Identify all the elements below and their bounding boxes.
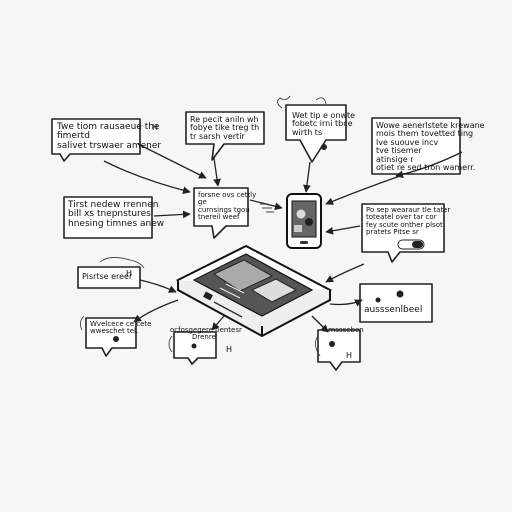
note-box-3 — [285, 104, 347, 163]
note-12-text: ll rnssseben — [322, 326, 364, 334]
arrow — [311, 315, 329, 333]
dot-icon — [191, 343, 197, 349]
note-box-4 — [371, 117, 461, 175]
arrow — [139, 279, 177, 293]
arrow — [325, 263, 365, 283]
sketch-blob — [168, 335, 173, 353]
arrow — [325, 175, 401, 205]
sketch-blob — [277, 95, 291, 109]
phone-icon — [286, 193, 322, 249]
sketch-blob — [315, 335, 321, 357]
note-box-2 — [185, 111, 265, 161]
sketch-blob — [80, 315, 85, 331]
sketch-blob — [99, 257, 145, 269]
mark-label: H — [226, 345, 233, 354]
arrow — [211, 315, 225, 331]
arrow — [137, 143, 207, 179]
arrow — [213, 157, 221, 187]
note-11-text: ausssenlbeel — [364, 305, 423, 315]
dot-icon — [375, 297, 381, 303]
arrow — [103, 160, 191, 195]
note-box-9 — [85, 317, 137, 357]
toggle-icon — [397, 239, 425, 250]
arrow — [153, 210, 191, 219]
note-box-11 — [359, 283, 433, 323]
mark-label: H — [346, 351, 353, 360]
dot-icon — [329, 341, 335, 347]
note-box-1 — [51, 118, 141, 162]
arrow — [249, 199, 283, 211]
sketch-blob — [315, 97, 327, 105]
note-box-8 — [77, 266, 141, 289]
note-box-6 — [193, 187, 249, 239]
dot-icon — [113, 336, 119, 342]
arrow — [395, 151, 463, 179]
note-box-5 — [63, 196, 153, 239]
arrow — [325, 225, 361, 235]
dot-icon — [396, 290, 404, 298]
arrow — [133, 299, 179, 323]
note-box-12 — [317, 329, 361, 371]
mark-label: H — [152, 123, 159, 132]
mark-label: H — [126, 269, 133, 278]
arrow — [329, 299, 363, 307]
dot-icon — [321, 144, 327, 150]
arrow — [303, 161, 311, 193]
central-device — [175, 244, 333, 338]
note-8-text: Pisrtse ereer — [82, 272, 133, 281]
